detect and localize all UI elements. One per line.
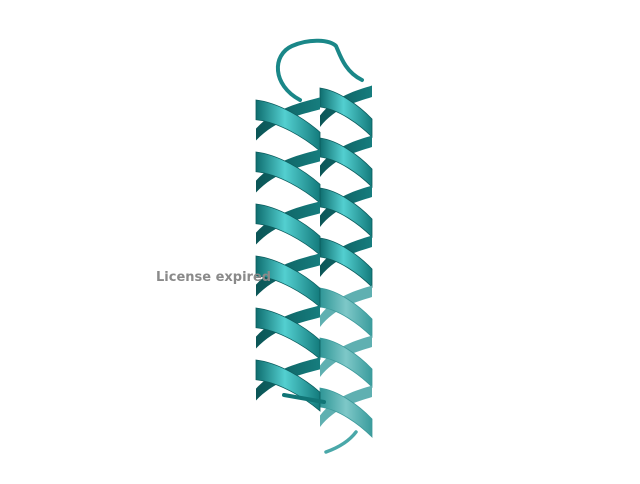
helix-right xyxy=(319,85,373,438)
bottom-tail-left xyxy=(282,393,326,404)
top-loop xyxy=(276,38,364,102)
license-watermark: License expired xyxy=(156,270,272,285)
helix-front-segment xyxy=(319,387,373,438)
helix-left xyxy=(255,97,321,412)
bottom-tail-right xyxy=(324,430,358,454)
